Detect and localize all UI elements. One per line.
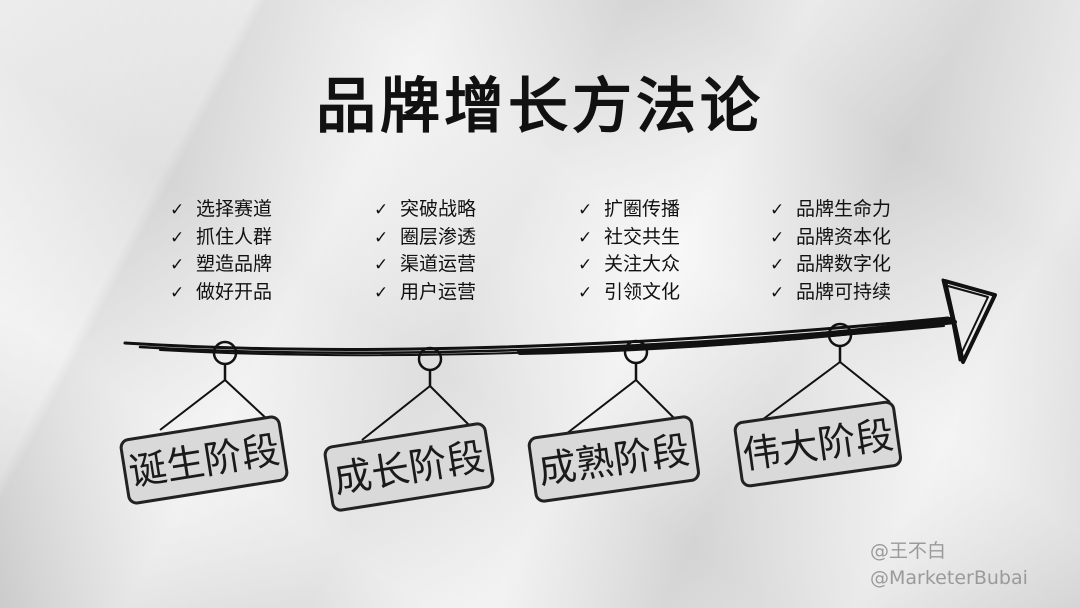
check-icon: ✓ [770,200,785,220]
check-icon: ✓ [374,255,389,275]
checklist-item: ✓社交共生 [578,224,680,252]
checklist-item: ✓关注大众 [578,251,680,279]
checklist-item: ✓扩圈传播 [578,196,680,224]
checklist-item: ✓品牌资本化 [770,224,891,252]
stage-2-checklist: ✓突破战略 ✓圈层渗透 ✓渠道运营 ✓用户运营 [374,196,476,306]
checklist-item: ✓圈层渗透 [374,224,476,252]
checklist-item: ✓抓住人群 [170,224,272,252]
check-icon: ✓ [770,227,785,248]
stage-1-checklist: ✓选择赛道 ✓抓住人群 ✓塑造品牌 ✓做好开品 [170,196,272,306]
stage-4-checklist: ✓品牌生命力 ✓品牌资本化 ✓品牌数字化 ✓品牌可持续 [770,196,891,306]
checklist-item: ✓用户运营 [374,279,476,307]
stage-sign-maturity: 成熟阶段 [527,339,700,503]
checklist-item: ✓塑造品牌 [170,251,272,279]
stage-sign-growth: 成长阶段 [323,346,495,512]
checklist-item: ✓突破战略 [374,196,476,224]
checklist-item: ✓选择赛道 [170,196,272,224]
stage-3-checklist: ✓扩圈传播 ✓社交共生 ✓关注大众 ✓引领文化 [578,196,680,306]
check-icon: ✓ [578,255,593,275]
checklist-item: ✓渠道运营 [374,251,476,279]
stage-sign-birth: 诞生阶段 [119,340,289,505]
arrowhead-icon [941,278,997,364]
stage-sign-greatness: 伟大阶段 [733,322,903,488]
check-icon: ✓ [170,227,185,248]
checklist-item: ✓做好开品 [170,279,272,307]
check-icon: ✓ [374,227,389,248]
check-icon: ✓ [170,255,185,275]
check-icon: ✓ [770,282,785,303]
watermark-line: @王不白 [870,540,947,562]
page-title: 品牌增长方法论 [316,72,764,142]
check-icon: ✓ [170,200,185,220]
check-icon: ✓ [770,255,785,275]
check-icon: ✓ [374,200,389,220]
timeline-arrow [123,316,957,357]
check-icon: ✓ [374,282,389,303]
check-icon: ✓ [578,227,593,248]
checklist-item: ✓引领文化 [578,279,680,307]
checklist-item: ✓品牌生命力 [770,196,891,224]
checklist-item: ✓品牌数字化 [770,251,891,279]
check-icon: ✓ [578,200,593,220]
watermark: @王不白 @MarketerBubai [870,538,1028,592]
watermark-line: @MarketerBubai [870,567,1028,589]
check-icon: ✓ [170,282,185,303]
check-icon: ✓ [578,282,593,303]
checklist-item: ✓品牌可持续 [770,279,891,307]
